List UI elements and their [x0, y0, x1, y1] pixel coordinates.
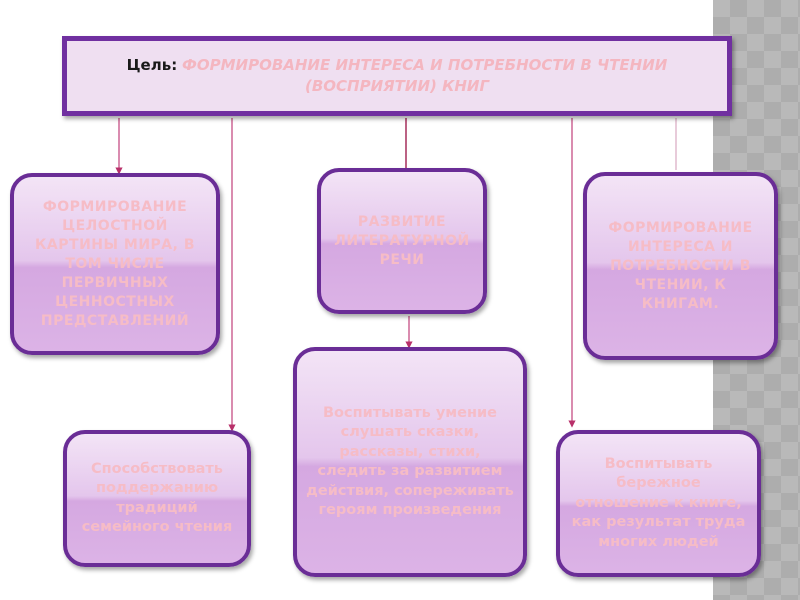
node-text: ФОРМИРОВАНИЕ ЦЕЛОСТНОЙ КАРТИНЫ МИРА, В Т…	[34, 198, 195, 329]
node-text: Воспитывать умение слушать сказки, расск…	[306, 404, 514, 519]
node-world-picture: ФОРМИРОВАНИЕ ЦЕЛОСТНОЙ КАРТИНЫ МИРА, В Т…	[10, 173, 220, 355]
node-text: Воспитывать бережное отношение к книге, …	[571, 455, 746, 550]
goal-label: Цель:	[126, 56, 178, 74]
node-text: РАЗВИТИЕ ЛИТЕРАТУРНОЙ РЕЧИ	[334, 213, 470, 268]
node-text: Способствовать поддержанию традиций семе…	[81, 460, 233, 536]
goal-box: Цель: ФОРМИРОВАНИЕ ИНТЕРЕСА И ПОТРЕБНОСТ…	[62, 36, 732, 116]
node-literary-speech: РАЗВИТИЕ ЛИТЕРАТУРНОЙ РЕЧИ	[317, 168, 487, 314]
node-reading-interest: ФОРМИРОВАНИЕ ИНТЕРЕСА И ПОТРЕБНОСТИ В ЧТ…	[583, 172, 778, 360]
node-book-care: Воспитывать бережное отношение к книге, …	[556, 430, 761, 577]
goal-text: ФОРМИРОВАНИЕ ИНТЕРЕСА И ПОТРЕБНОСТИ В ЧТ…	[181, 56, 668, 95]
node-family-reading: Способствовать поддержанию традиций семе…	[63, 430, 251, 567]
node-text: ФОРМИРОВАНИЕ ИНТЕРЕСА И ПОТРЕБНОСТИ В ЧТ…	[608, 219, 753, 312]
node-listening-skills: Воспитывать умение слушать сказки, расск…	[293, 347, 527, 577]
